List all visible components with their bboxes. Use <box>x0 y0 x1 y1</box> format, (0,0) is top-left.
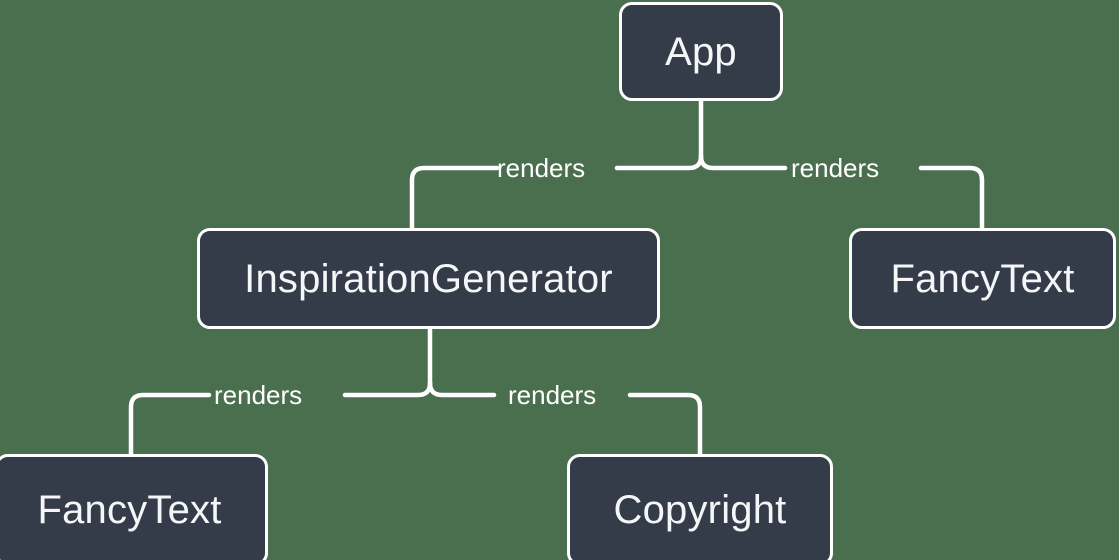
node-inspiration-generator-label: InspirationGenerator <box>244 256 613 301</box>
edge-app-to-fancytext-right <box>698 153 985 231</box>
edge-label-app-to-fancytext-right: renders <box>791 153 880 183</box>
node-fancytext-right[interactable]: FancyText <box>849 228 1116 329</box>
node-inspiration-generator[interactable]: InspirationGenerator <box>197 228 660 329</box>
node-fancytext-bottom[interactable]: FancyText <box>0 454 268 560</box>
edge-inspgen-to-copyright <box>427 380 703 457</box>
edge-label-inspiration-generator-to-fancytext-bottom: renders <box>214 380 303 410</box>
edge-label-inspiration-generator-to-copyright: renders <box>508 380 597 410</box>
node-fancytext-bottom-label: FancyText <box>37 488 222 532</box>
node-copyright-label: Copyright <box>613 488 787 532</box>
node-app-label: App <box>665 29 737 74</box>
node-copyright[interactable]: Copyright <box>567 454 833 560</box>
node-fancytext-right-label: FancyText <box>890 256 1075 301</box>
edge-label-app-to-inspiration-generator: renders <box>497 153 586 183</box>
node-app[interactable]: App <box>619 2 783 101</box>
